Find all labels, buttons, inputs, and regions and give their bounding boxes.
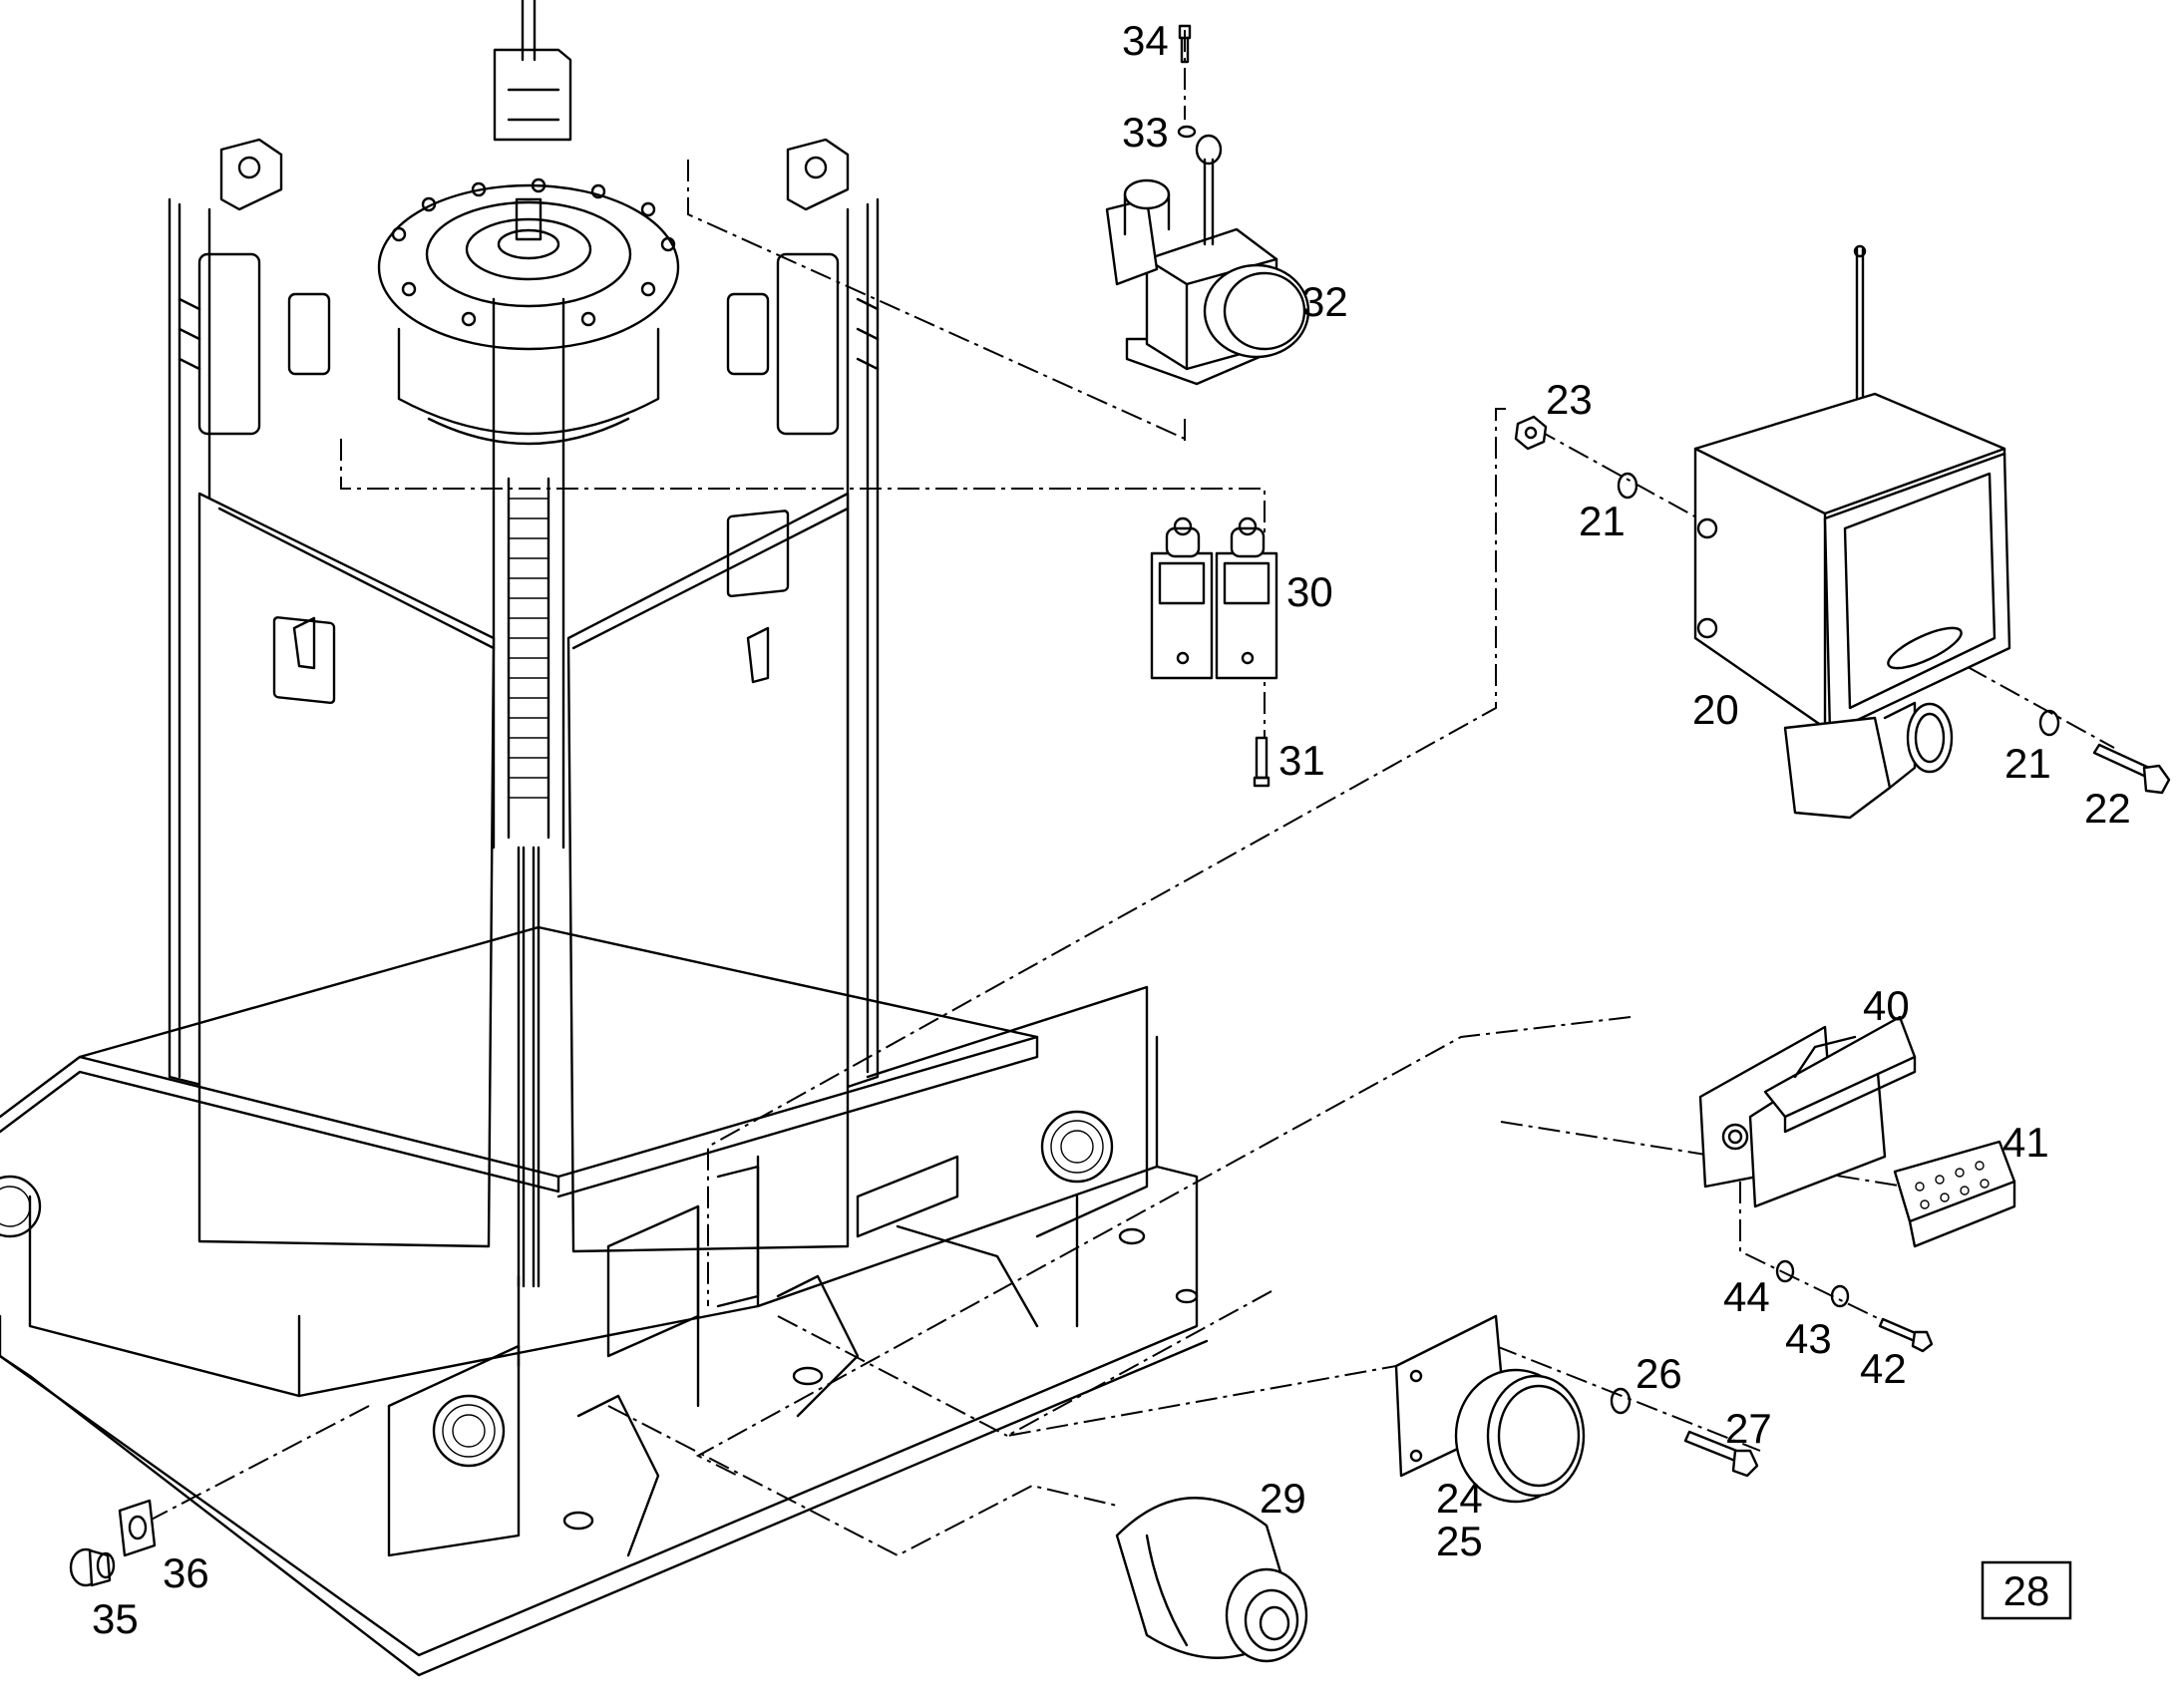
label-22: 22 — [2084, 785, 2131, 832]
part-23-nut — [1514, 415, 1548, 451]
part-21-washer-bottom — [2038, 709, 2060, 737]
part-40-connector-housing — [1698, 1015, 1917, 1208]
label-40: 40 — [1863, 982, 1910, 1029]
part-26-washer — [1610, 1387, 1632, 1415]
part-21-washer-top — [1617, 472, 1638, 500]
page-number: 28 — [2003, 1567, 2050, 1614]
label-26: 26 — [1635, 1350, 1682, 1397]
label-42: 42 — [1860, 1345, 1907, 1392]
part-24-25-motor — [1394, 1314, 1586, 1504]
part-42-screw — [1878, 1317, 1934, 1353]
label-31: 31 — [1278, 737, 1325, 784]
label-21-bottom: 21 — [2004, 740, 2051, 787]
part-33-washer — [1177, 125, 1197, 139]
part-44-washer — [1775, 1259, 1795, 1283]
label-34: 34 — [1122, 17, 1169, 64]
part-20-radio-receiver — [1693, 244, 2011, 820]
part-29-buffer — [1115, 1497, 1308, 1663]
label-33: 33 — [1122, 109, 1169, 156]
label-29: 29 — [1260, 1475, 1306, 1522]
part-32-wire-sensor — [1105, 134, 1310, 386]
page-reference-box: 28 — [1981, 1560, 2072, 1620]
part-30-limit-switches — [1150, 516, 1278, 680]
part-35-plug — [69, 1547, 116, 1587]
part-36-grommet — [118, 1499, 157, 1557]
label-20: 20 — [1692, 686, 1739, 733]
label-30: 30 — [1286, 568, 1333, 615]
part-labels: 34 33 32 23 21 30 31 20 21 22 40 41 44 4… — [92, 17, 2131, 1642]
label-43: 43 — [1785, 1315, 1832, 1362]
label-25: 25 — [1436, 1518, 1483, 1564]
label-23: 23 — [1546, 376, 1593, 423]
part-31-screw — [1253, 736, 1271, 788]
part-43-washer — [1830, 1284, 1850, 1308]
label-24: 24 — [1436, 1475, 1483, 1522]
label-27: 27 — [1725, 1405, 1772, 1452]
label-36: 36 — [163, 1549, 209, 1596]
label-35: 35 — [92, 1595, 139, 1642]
leader-lines — [139, 30, 2115, 1557]
label-32: 32 — [1301, 278, 1348, 325]
label-41: 41 — [2002, 1119, 2049, 1166]
part-34-bolt — [1178, 24, 1192, 64]
part-27-bolt — [1683, 1430, 1759, 1478]
label-21-top: 21 — [1579, 498, 1626, 544]
part-22-bolt — [2092, 743, 2171, 795]
machine-frame — [0, 0, 1209, 1677]
part-41-connector-insert — [1893, 1140, 2016, 1248]
label-44: 44 — [1723, 1273, 1770, 1320]
